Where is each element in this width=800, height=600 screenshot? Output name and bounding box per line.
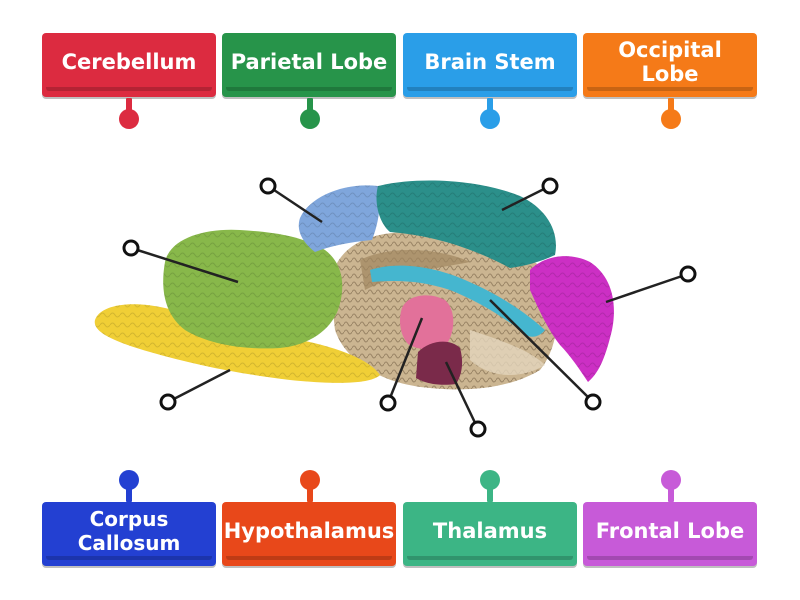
label-tile-thalamus[interactable]: Thalamus <box>403 502 577 566</box>
pin-stem <box>126 488 132 502</box>
pin-stem <box>487 98 493 112</box>
pin-handle[interactable] <box>480 470 500 490</box>
drop-target <box>679 265 697 283</box>
region-thalamus <box>400 295 454 350</box>
region-brainstem-channel <box>370 265 545 337</box>
drop-target <box>259 177 277 195</box>
pin-stem <box>307 488 313 502</box>
label-tile-corpus-callosum[interactable]: Corpus Callosum <box>42 502 216 566</box>
label-tile-brain-stem[interactable]: Brain Stem <box>403 33 577 97</box>
drop-target <box>541 177 559 195</box>
label-tile-frontal-lobe[interactable]: Frontal Lobe <box>583 502 757 566</box>
label-tile-text: Brain Stem <box>407 37 573 91</box>
drop-targets[interactable] <box>122 177 697 438</box>
pin-handle[interactable] <box>661 470 681 490</box>
region-hypothalamus <box>416 341 463 385</box>
pin-stem <box>307 98 313 112</box>
label-tile-occipital-lobe[interactable]: Occipital Lobe <box>583 33 757 97</box>
pin-stem <box>487 488 493 502</box>
label-tile-text: Thalamus <box>407 506 573 560</box>
pin-handle[interactable] <box>661 109 681 129</box>
label-tile-text: Parietal Lobe <box>226 37 392 91</box>
drop-target <box>584 393 602 411</box>
label-tile-parietal-lobe[interactable]: Parietal Lobe <box>222 33 396 97</box>
pin-handle[interactable] <box>300 109 320 129</box>
label-tile-hypothalamus[interactable]: Hypothalamus <box>222 502 396 566</box>
label-tile-text: Corpus Callosum <box>46 506 212 560</box>
label-tile-cerebellum[interactable]: Cerebellum <box>42 33 216 97</box>
drop-target <box>379 394 397 412</box>
pin-stem <box>668 98 674 112</box>
pin-handle[interactable] <box>119 470 139 490</box>
pin-handle[interactable] <box>300 470 320 490</box>
label-tile-text: Cerebellum <box>46 37 212 91</box>
label-tile-text: Hypothalamus <box>224 506 394 560</box>
drop-target <box>469 420 487 438</box>
pin-stem <box>126 98 132 112</box>
pin-stem <box>668 488 674 502</box>
pin-handle[interactable] <box>480 109 500 129</box>
leader-lines <box>130 184 689 430</box>
drop-target <box>159 393 177 411</box>
pin-handle[interactable] <box>119 109 139 129</box>
label-tile-text: Occipital Lobe <box>587 37 753 91</box>
label-tile-text: Frontal Lobe <box>587 506 753 560</box>
drop-target <box>122 239 140 257</box>
